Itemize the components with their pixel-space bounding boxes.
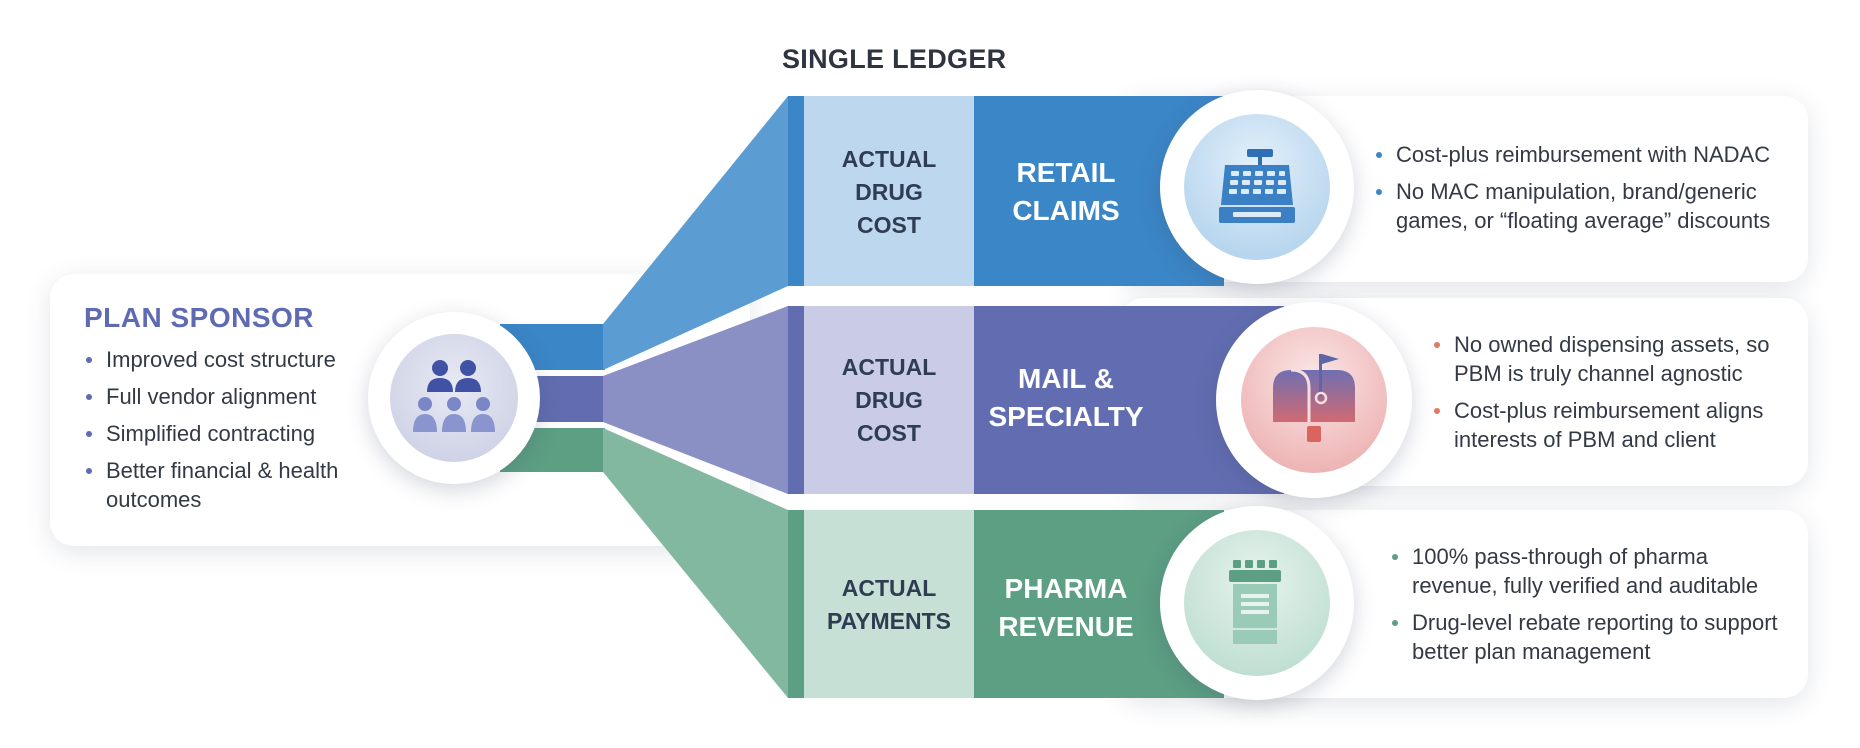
pharma-bullet: 100% pass-through of pharma revenue, ful… xyxy=(1390,542,1790,600)
pharma-payments-label: ACTUAL PAYMENTS xyxy=(827,575,951,634)
cash-register-icon xyxy=(1219,149,1295,223)
mail-bullets: No owned dispensing assets, so PBM is tr… xyxy=(1432,330,1792,462)
plan-sponsor-bullet: Better financial & health outcomes xyxy=(84,456,374,514)
pharma-icon-circle xyxy=(1160,506,1354,700)
retail-bullet: Cost-plus reimbursement with NADAC xyxy=(1374,140,1794,169)
mail-bullet: No owned dispensing assets, so PBM is tr… xyxy=(1432,330,1792,388)
pharma-edge-strip xyxy=(788,510,804,698)
mail-bullet: Cost-plus reimbursement aligns interests… xyxy=(1432,396,1792,454)
retail-bullets: Cost-plus reimbursement with NADAC No MA… xyxy=(1374,140,1794,243)
people-group-icon xyxy=(413,360,495,432)
pharma-revenue-label: PHARMA REVENUE xyxy=(998,573,1134,642)
mail-specialty-label: MAIL & SPECIALTY xyxy=(988,363,1144,432)
mail-edge-strip xyxy=(788,306,804,494)
diagram-title: SINGLE LEDGER xyxy=(782,44,1007,74)
plan-sponsor-bullet: Simplified contracting xyxy=(84,419,374,448)
mail-cost-label: ACTUAL DRUG COST xyxy=(841,353,937,446)
retail-cost-box xyxy=(804,96,974,286)
pill-bottle-icon xyxy=(1229,560,1281,644)
mailbox-icon xyxy=(1273,354,1355,442)
plan-sponsor-circle xyxy=(368,312,540,484)
plan-sponsor-bullet: Improved cost structure xyxy=(84,345,374,374)
mail-cost-box xyxy=(804,306,974,494)
retail-claims-label: RETAIL CLAIMS xyxy=(1012,157,1120,226)
pharma-bullets: 100% pass-through of pharma revenue, ful… xyxy=(1390,542,1790,674)
plan-sponsor-heading: PLAN SPONSOR xyxy=(84,302,315,333)
mail-funnel xyxy=(603,306,788,494)
retail-funnel xyxy=(603,96,788,370)
plan-sponsor-bullets: Improved cost structure Full vendor alig… xyxy=(84,345,374,522)
pharma-bullet: Drug-level rebate reporting to support b… xyxy=(1390,608,1790,666)
retail-cost-label: ACTUAL DRUG COST xyxy=(841,145,937,238)
mail-icon-circle xyxy=(1216,302,1412,498)
retail-icon-circle xyxy=(1160,90,1354,284)
retail-bullet: No MAC manipulation, brand/generic games… xyxy=(1374,177,1794,235)
pharma-cost-box xyxy=(804,510,974,698)
plan-sponsor-bullet: Full vendor alignment xyxy=(84,382,374,411)
pharma-funnel xyxy=(603,428,788,698)
retail-edge-strip xyxy=(788,96,804,286)
